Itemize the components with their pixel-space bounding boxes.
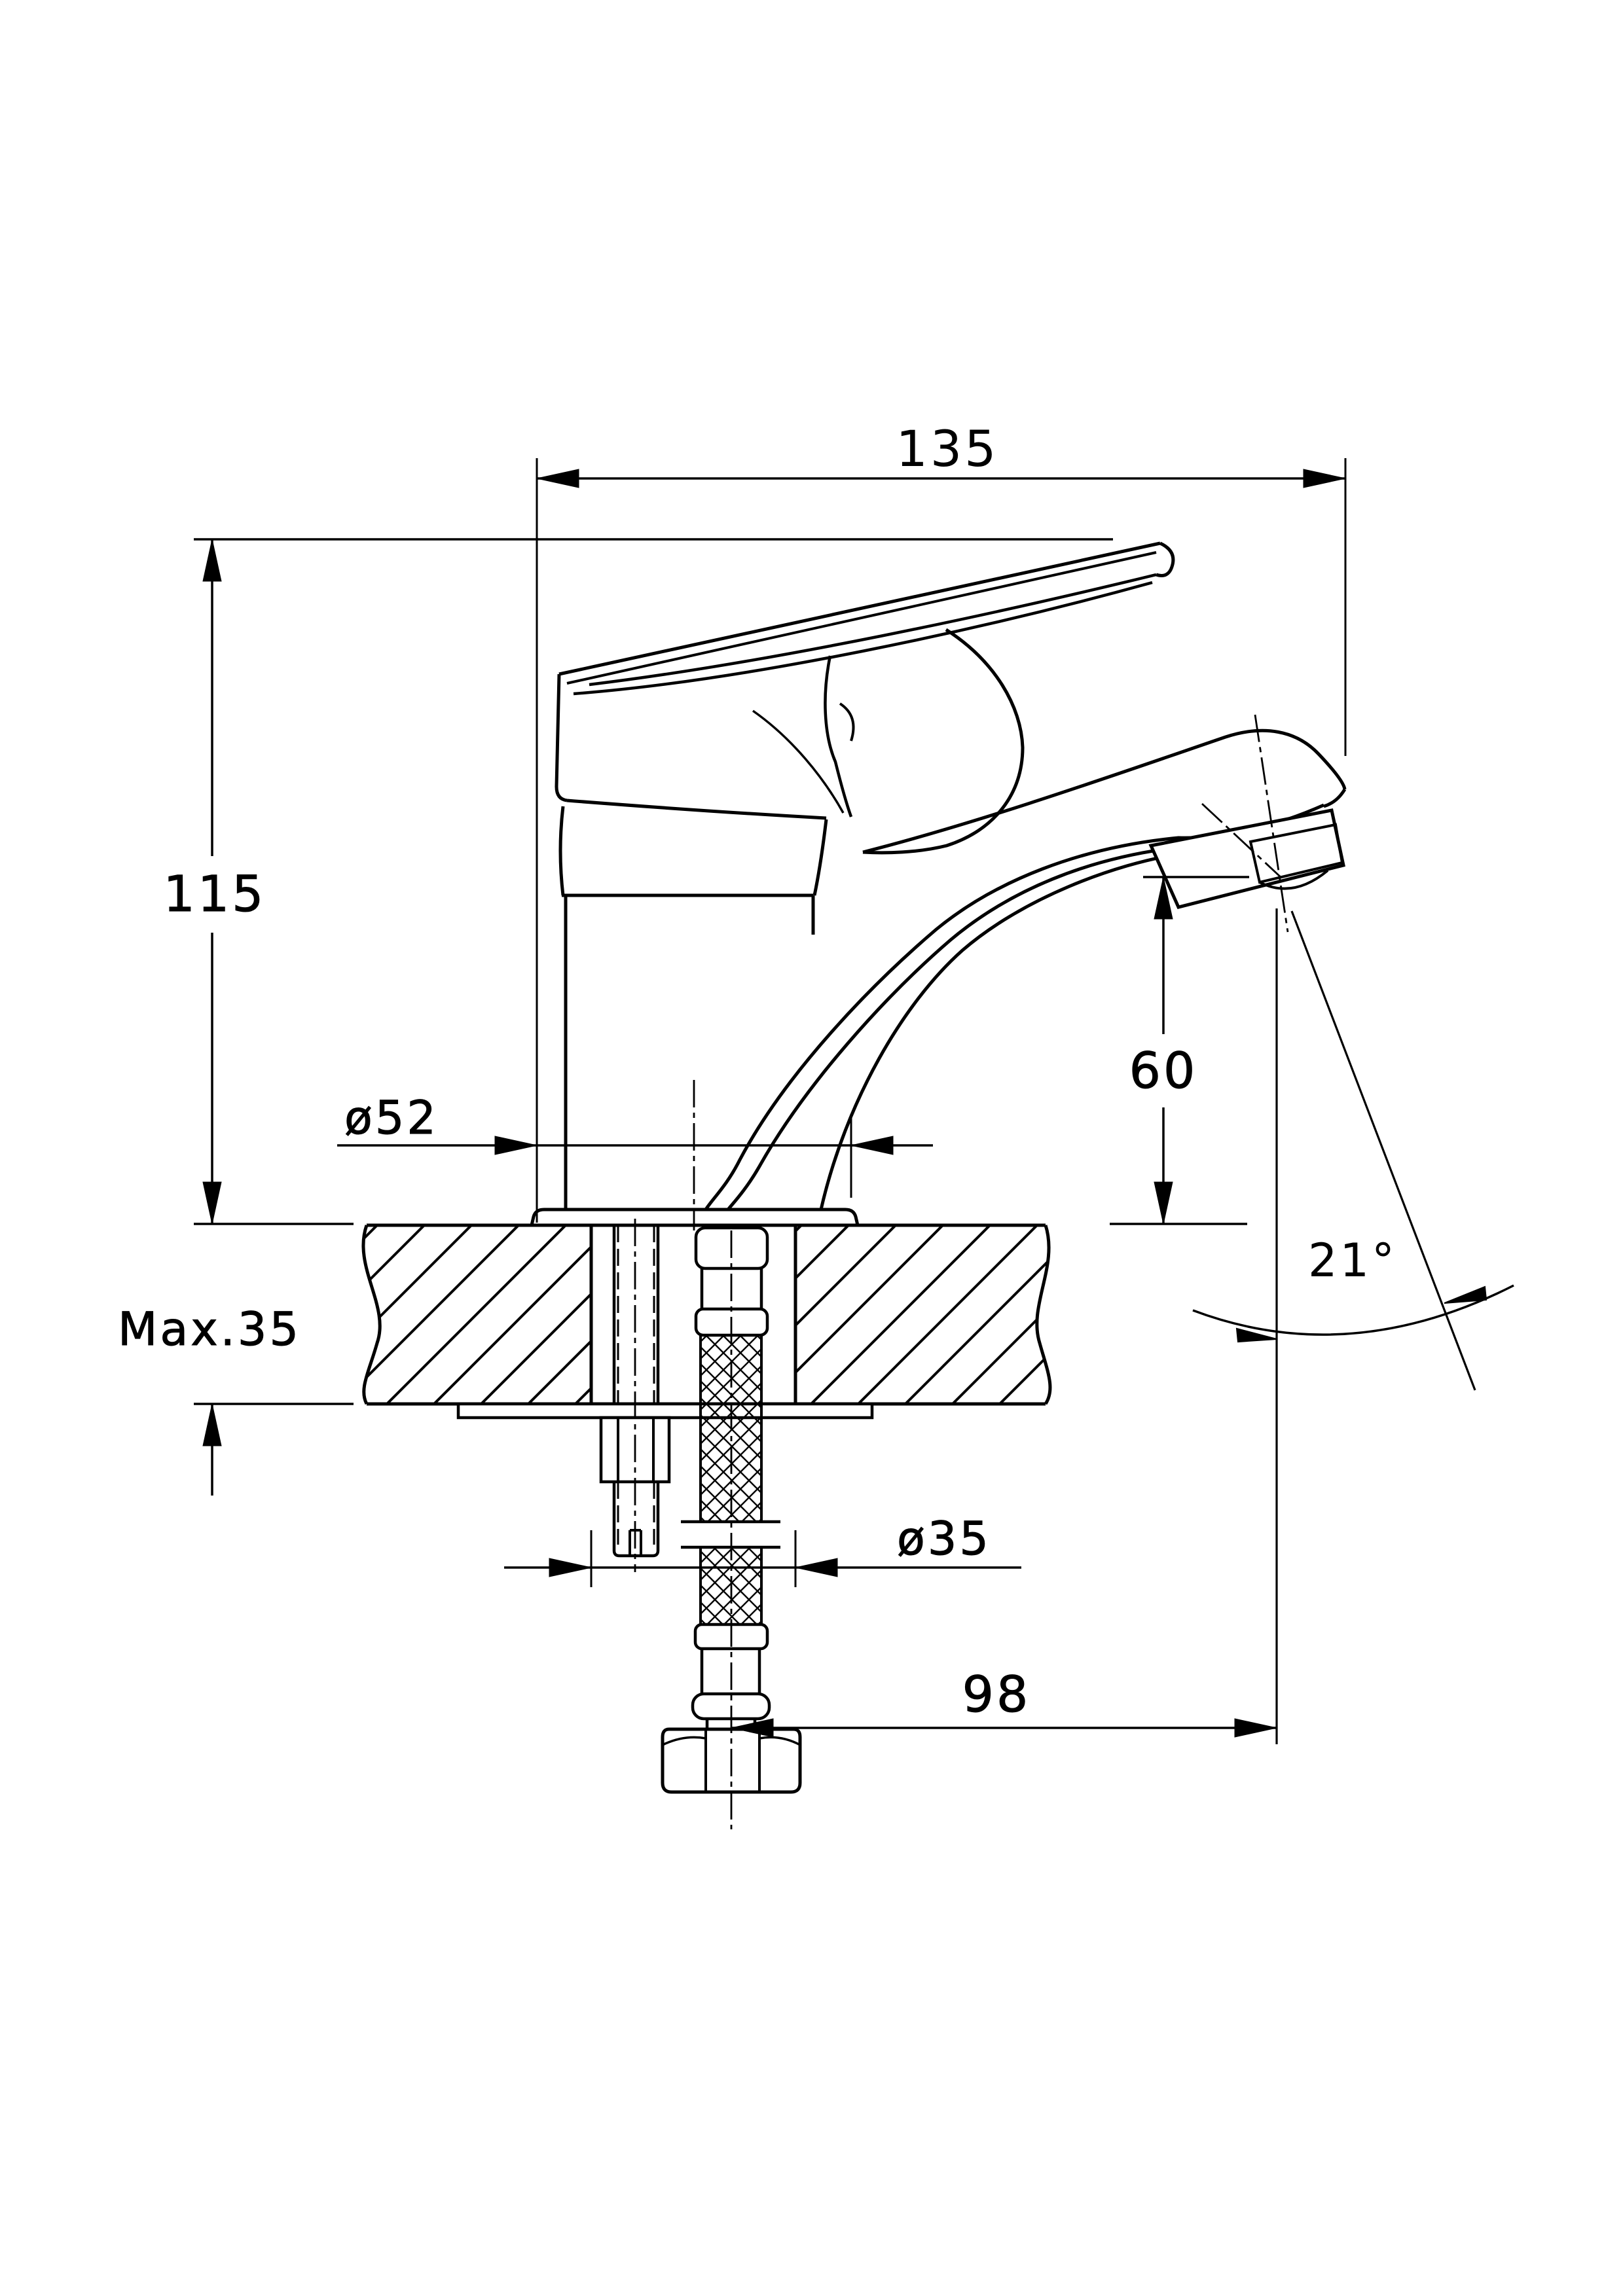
bonnet-right-edge bbox=[812, 819, 828, 896]
arrowhead-right bbox=[850, 1136, 894, 1155]
arrowhead-left bbox=[731, 1718, 774, 1738]
bonnet-left-edge bbox=[558, 806, 565, 896]
lever-bottom-back-edge bbox=[589, 573, 1157, 687]
lever-right-tip-cap bbox=[1156, 541, 1175, 577]
overall-height-label: 115 bbox=[163, 865, 266, 923]
base-diameter-dimension: ø52 bbox=[337, 1091, 933, 1198]
stud-thread-dashed-lower bbox=[617, 1482, 655, 1545]
arrowhead-top bbox=[202, 539, 222, 582]
hole-diameter-dimension: ø35 bbox=[504, 1512, 1021, 1587]
aerator-insert bbox=[1249, 823, 1344, 884]
counter-hatch-left bbox=[363, 1225, 591, 1404]
hose-offset-label: 98 bbox=[962, 1665, 1031, 1723]
stud-thread-dashed-upper bbox=[617, 1225, 655, 1404]
faucet-outline bbox=[529, 541, 1347, 1227]
stud-outline-lower bbox=[612, 1482, 660, 1558]
overall-width-label: 135 bbox=[896, 420, 998, 478]
spout-height-dimension: 60 bbox=[1110, 876, 1247, 1225]
countertop-section bbox=[361, 1223, 1052, 1406]
arrowhead-bottom bbox=[202, 1181, 222, 1225]
centerlines bbox=[634, 714, 1289, 1829]
aerator-housing bbox=[1148, 808, 1345, 909]
dome-right-profile bbox=[862, 628, 1025, 855]
arrowhead-right bbox=[1303, 469, 1346, 488]
aerator-mesh-curve bbox=[1259, 869, 1329, 890]
overall-width-dimension: 135 bbox=[536, 420, 1347, 1223]
hose-tube-lower bbox=[700, 1649, 761, 1694]
hole-diameter-label: ø35 bbox=[897, 1512, 991, 1566]
angle-arrowhead-right bbox=[1444, 1285, 1487, 1304]
mounting-washer-plate bbox=[456, 1402, 874, 1420]
overall-height-dimension: 115 bbox=[163, 538, 1113, 1225]
arrowhead-right bbox=[795, 1558, 838, 1577]
counter-break-left bbox=[361, 1225, 382, 1405]
hose-tube-upper bbox=[700, 1268, 763, 1309]
spout-top-edge bbox=[862, 728, 1347, 854]
angle-arrowhead-left bbox=[1235, 1327, 1277, 1343]
arrowhead-left bbox=[549, 1558, 592, 1577]
base-diameter-label: ø52 bbox=[344, 1091, 439, 1145]
lever-top-ridge-inner bbox=[566, 551, 1157, 685]
arrowhead-right bbox=[1234, 1718, 1277, 1738]
angle-stream-line bbox=[1290, 910, 1476, 1391]
dome-indicator-ear bbox=[839, 702, 855, 742]
deck-thickness-label: Max.35 bbox=[118, 1302, 301, 1356]
angle-dimension-arc bbox=[1192, 1284, 1514, 1336]
lever-face-crease bbox=[752, 709, 845, 814]
spout-end-face bbox=[1323, 788, 1347, 808]
spout-height-label: 60 bbox=[1129, 1041, 1198, 1100]
body-front-sweep bbox=[819, 852, 1183, 1210]
angle-label: 21° bbox=[1308, 1234, 1397, 1287]
arrowhead-top bbox=[1154, 876, 1173, 920]
aerator-axis-centerline bbox=[1254, 714, 1289, 933]
dome-left-profile bbox=[824, 655, 853, 817]
deck-thickness-dimension: Max.35 bbox=[117, 1302, 354, 1496]
aerator-cross-centerline bbox=[1201, 802, 1281, 878]
hose-offset-dimension: 98 bbox=[731, 1665, 1277, 1738]
counter-break-right bbox=[1035, 1225, 1052, 1405]
lever-face-top-edge bbox=[573, 581, 1153, 696]
arrowhead-left bbox=[494, 1136, 538, 1155]
counter-hatch-right bbox=[795, 1225, 1050, 1404]
arrowhead-left bbox=[536, 469, 579, 488]
stud-outline-upper bbox=[612, 1225, 660, 1404]
stud-hex-nut-facets bbox=[617, 1418, 655, 1482]
stream-angle-dimension: 21° bbox=[1192, 908, 1514, 1744]
lever-top-ridge-outer bbox=[558, 541, 1161, 676]
arrowhead-up bbox=[202, 1403, 222, 1446]
arrowhead-bottom bbox=[1154, 1181, 1173, 1225]
lever-left-tip-face bbox=[555, 673, 568, 802]
lever-face-bottom-edge bbox=[566, 798, 827, 820]
